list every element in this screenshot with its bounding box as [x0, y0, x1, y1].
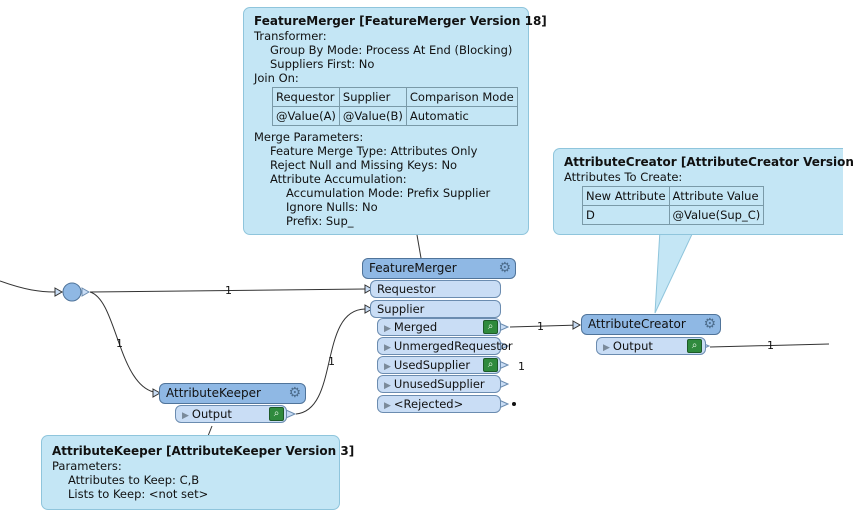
gear-icon[interactable]: ⚙: [288, 385, 301, 401]
rejected-end-dot: [512, 402, 516, 406]
incoming-connection[interactable]: [0, 280, 56, 293]
group-by-mode: Group By Mode: Process At End (Blocking): [270, 43, 513, 57]
node-title: AttributeKeeper: [166, 386, 261, 400]
ak-tooltip-pointer: [207, 425, 213, 437]
gear-icon[interactable]: ⚙: [498, 260, 511, 276]
attrs-to-keep: Attributes to Keep: C,B: [68, 473, 200, 487]
tooltip-title: AttributeCreator [AttributeCreator Versi…: [564, 155, 854, 169]
table-header: Requestor: [272, 87, 340, 107]
creator-input-arrow: [572, 320, 582, 330]
junction-to-requestor-connection[interactable]: [89, 288, 366, 293]
port-label: UnmergedRequestor: [393, 339, 513, 353]
table-cell: @Value(A): [272, 106, 340, 126]
connection-lines: [0, 229, 830, 437]
merge-params-label: Merge Parameters:: [254, 130, 364, 144]
attributecreator-node-header[interactable]: AttributeCreator ⚙: [581, 314, 721, 335]
ignore-nulls: Ignore Nulls: No: [286, 200, 378, 214]
port-label: Output: [612, 339, 653, 353]
params-label: Parameters:: [52, 459, 122, 473]
rejected-output-port[interactable]: ▶<Rejected>: [377, 395, 501, 413]
inspect-icon[interactable]: ⌕: [687, 339, 702, 353]
feature-count-label: 1: [537, 320, 544, 333]
featuremerger-node-header[interactable]: FeatureMerger ⚙: [362, 258, 516, 279]
inspect-icon[interactable]: ⌕: [483, 320, 498, 334]
port-label: Supplier: [377, 302, 425, 316]
unusedsupplier-output-port[interactable]: ▶UnusedSupplier: [377, 375, 501, 393]
feature-count-label: 1: [767, 339, 774, 352]
gear-icon[interactable]: ⚙: [703, 316, 716, 332]
attributecreator-tooltip: AttributeCreator [AttributeCreator Versi…: [553, 148, 854, 235]
attributekeeper-tooltip: AttributeKeeper [AttributeKeeper Version…: [41, 435, 355, 510]
table-cell: Automatic: [405, 106, 518, 126]
port-triangle-icon: ▶: [384, 324, 391, 334]
creator-output-connection[interactable]: [709, 343, 830, 348]
port-triangle-icon: ▶: [603, 343, 610, 353]
requestor-input-port[interactable]: Requestor: [370, 280, 501, 298]
join-on-table: Requestor Supplier Comparison Mode @Valu…: [272, 87, 518, 126]
fm-tooltip-pointer: [416, 234, 422, 259]
attributecreator-output-port[interactable]: ▶Output: [596, 337, 706, 355]
port-label: UnusedSupplier: [393, 377, 485, 391]
lists-to-keep: Lists to Keep: <not set>: [68, 487, 209, 501]
junction-node[interactable]: [62, 282, 82, 302]
port-label: Merged: [393, 320, 438, 334]
port-triangle-icon: ▶: [384, 401, 391, 411]
feature-count-label: 1: [116, 337, 123, 350]
supplier-arrow: [364, 304, 374, 314]
accum-mode: Accumulation Mode: Prefix Supplier: [286, 186, 491, 200]
port-label: <Rejected>: [393, 397, 464, 411]
ac-tooltip-pointer: [654, 229, 695, 314]
table-cell: @Value(B): [338, 106, 407, 126]
feature-count-label: 1: [225, 284, 232, 297]
usedsupplier-output-port[interactable]: ▶UsedSupplier: [377, 356, 501, 374]
table-cell: D: [582, 205, 670, 225]
node-title: AttributeCreator: [588, 317, 686, 331]
junction-input-arrow: [54, 287, 64, 297]
reject-null: Reject Null and Missing Keys: No: [270, 158, 458, 172]
junction-output-arrow: [81, 287, 91, 297]
table-header: Attribute Value: [668, 186, 765, 206]
node-title: FeatureMerger: [369, 261, 457, 275]
attributekeeper-node-header[interactable]: AttributeKeeper ⚙: [159, 383, 306, 404]
attributekeeper-output-port[interactable]: ▶Output: [175, 405, 287, 423]
junction-to-keeper-connection[interactable]: [89, 291, 161, 394]
supplier-input-port[interactable]: Supplier: [370, 300, 501, 318]
unmergedrequestor-output-port[interactable]: ▶UnmergedRequestor: [377, 337, 513, 355]
keeper-out-arrow: [285, 409, 297, 419]
keeper-to-supplier-connection[interactable]: [295, 308, 366, 415]
suppliers-first: Suppliers First: No: [270, 57, 375, 71]
attr-accum-label: Attribute Accumulation:: [270, 172, 407, 186]
merged-output-port[interactable]: ▶Merged: [377, 318, 501, 336]
requestor-arrow: [364, 284, 374, 294]
tooltip-title: FeatureMerger [FeatureMerger Version 18]: [254, 14, 547, 28]
feature-count-label: 1: [328, 355, 335, 368]
merged-to-creator-connection[interactable]: [509, 324, 581, 328]
table-header: Supplier: [338, 87, 407, 107]
keeper-input-arrow: [152, 388, 162, 398]
port-triangle-icon: ▶: [182, 411, 189, 421]
port-label: Output: [191, 407, 232, 421]
attrs-table: New Attribute Attribute Value D @Value(S…: [582, 186, 765, 225]
feature-count-label: 1: [518, 360, 525, 373]
transformer-label: Transformer:: [254, 29, 327, 43]
table-cell: @Value(Sup_C): [668, 205, 765, 225]
attrs-to-create-label: Attributes To Create:: [564, 170, 683, 184]
inspect-icon[interactable]: ⌕: [483, 358, 498, 372]
port-triangle-icon: ▶: [384, 343, 391, 353]
port-label: UsedSupplier: [393, 358, 471, 372]
port-triangle-icon: ▶: [384, 381, 391, 391]
table-header: Comparison Mode: [405, 87, 518, 107]
merge-type: Feature Merge Type: Attributes Only: [270, 144, 478, 158]
inspect-icon[interactable]: ⌕: [269, 407, 284, 421]
port-label: Requestor: [377, 282, 436, 296]
join-on-label: Join On:: [254, 71, 299, 85]
tooltip-title: AttributeKeeper [AttributeKeeper Version…: [52, 444, 355, 458]
featuremerger-tooltip: FeatureMerger [FeatureMerger Version 18]…: [243, 7, 547, 235]
table-header: New Attribute: [582, 186, 670, 206]
prefix: Prefix: Sup_: [286, 214, 354, 228]
port-triangle-icon: ▶: [384, 362, 391, 372]
